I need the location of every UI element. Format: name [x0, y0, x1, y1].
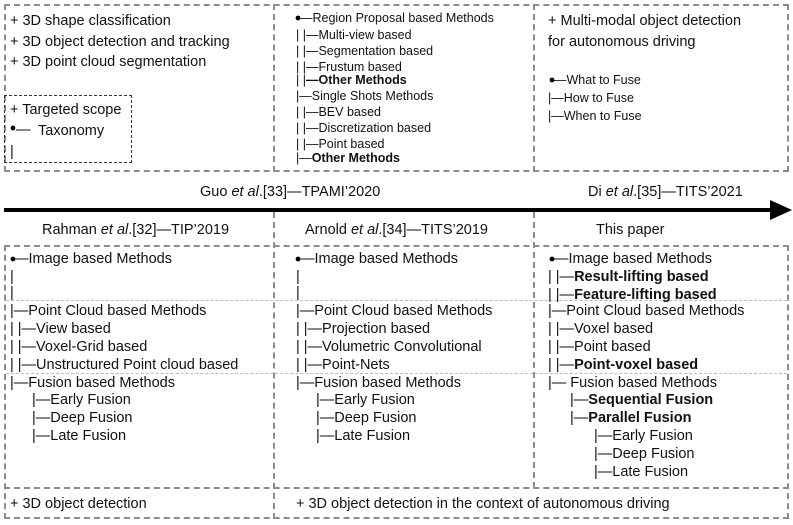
legend-bar: | — [10, 144, 14, 160]
rp-heading: —Region Proposal based Methods — [300, 11, 494, 25]
c2-projection: | |—Projection based — [296, 321, 431, 337]
mm-title-1: + Multi-modal object detection — [548, 13, 742, 29]
c3-voxel: | |—Voxel based — [548, 321, 654, 337]
c3-fusion: |— Fusion based Methods — [548, 375, 717, 391]
c1-early: |—Early Fusion — [32, 392, 131, 408]
c3-early: |—Early Fusion — [594, 428, 693, 444]
c2-fusion: |—Fusion based Methods — [296, 375, 461, 391]
c2-pointnets: | |—Point-Nets — [296, 357, 390, 373]
c1-bar-2: | — [10, 285, 14, 301]
c3-result-lifting: | |—Result-lifting based — [548, 269, 709, 285]
top-divider-1 — [273, 4, 275, 172]
arnold-label: Arnold et al.[34]—TITS’2019 — [305, 222, 488, 238]
di-label: Di et al.[35]—TITS’2021 — [588, 184, 743, 200]
c2-volumetric: | |—Volumetric Convolutional — [296, 339, 482, 355]
bottom-divider-2 — [533, 212, 535, 488]
guo-label: Guo et al.[33]—TPAMI’2020 — [200, 184, 381, 200]
legend-scope: + Targeted scope — [10, 102, 122, 118]
legend-box — [4, 95, 132, 163]
rp-frustum: | |—Frustum based — [296, 60, 402, 74]
c2-early: |—Early Fusion — [316, 392, 415, 408]
top-frame — [4, 4, 789, 172]
bottom-frame — [4, 245, 789, 519]
ss-other: |—Other Methods — [296, 151, 400, 165]
c3-pointcloud: |—Point Cloud based Methods — [548, 303, 745, 319]
c2-bar-2: | — [296, 285, 300, 301]
ss-point: | |—Point based — [296, 137, 385, 151]
mm-when: |—When to Fuse — [548, 109, 642, 123]
c1-bar-1: | — [10, 269, 14, 285]
legend-taxonomy: Taxonomy — [38, 123, 105, 139]
rahman-label: Rahman et al.[32]—TIP’2019 — [42, 222, 230, 238]
rp-other: | |—Other Methods — [296, 73, 407, 87]
c2-image: —Image based Methods — [300, 251, 458, 267]
bottom-separator — [4, 487, 789, 489]
c3-sequential: |—Sequential Fusion — [570, 392, 714, 408]
mm-what: —What to Fuse — [554, 73, 641, 87]
top-divider-2 — [533, 4, 535, 172]
ss-bev: | |—BEV based — [296, 105, 382, 119]
scope-item-3: + 3D point cloud segmentation — [10, 54, 207, 70]
rp-segmentation: | |—Segmentation based — [296, 44, 434, 58]
c3-deep: |—Deep Fusion — [594, 446, 695, 462]
c3-parallel: |—Parallel Fusion — [570, 410, 692, 426]
bottom-right-scope: + 3D object detection in the context of … — [296, 496, 670, 512]
c1-view: | |—View based — [10, 321, 111, 337]
ss-heading: |—Single Shots Methods — [296, 89, 434, 103]
c3-point: | |—Point based — [548, 339, 651, 355]
c1-unstructured: | |—Unstructured Point cloud based — [10, 357, 239, 373]
c1-fusion: |—Fusion based Methods — [10, 375, 175, 391]
bottom-left-scope: + 3D object detection — [10, 496, 147, 512]
c1-voxelgrid: | |—Voxel-Grid based — [10, 339, 148, 355]
legend-dash: — — [16, 122, 31, 138]
ss-discretization: | |—Discretization based — [296, 121, 432, 135]
scope-item-2: + 3D object detection and tracking — [10, 34, 230, 50]
scope-item-1: + 3D shape classification — [10, 13, 171, 29]
c1-late: |—Late Fusion — [32, 428, 127, 444]
c2-bar-1: | — [296, 269, 300, 285]
this-paper-label: This paper — [596, 222, 665, 238]
c2-deep: |—Deep Fusion — [316, 410, 417, 426]
c3-image: —Image based Methods — [554, 251, 712, 267]
mm-how: |—How to Fuse — [548, 91, 634, 105]
row-separator-1 — [6, 300, 787, 301]
c3-feature-lifting: | |—Feature-lifting based — [548, 287, 717, 303]
row-separator-2 — [6, 373, 787, 374]
c2-pointcloud: |—Point Cloud based Methods — [296, 303, 493, 319]
c3-point-voxel: | |—Point-voxel based — [548, 357, 699, 373]
c1-deep: |—Deep Fusion — [32, 410, 133, 426]
c3-late: |—Late Fusion — [594, 464, 689, 480]
c1-pointcloud: |—Point Cloud based Methods — [10, 303, 207, 319]
mm-title-2: for autonomous driving — [548, 34, 696, 50]
rp-multiview: | |—Multi-view based — [296, 28, 412, 42]
c1-image: —Image based Methods — [14, 251, 172, 267]
bottom-divider-1 — [273, 212, 275, 519]
c2-late: |—Late Fusion — [316, 428, 411, 444]
